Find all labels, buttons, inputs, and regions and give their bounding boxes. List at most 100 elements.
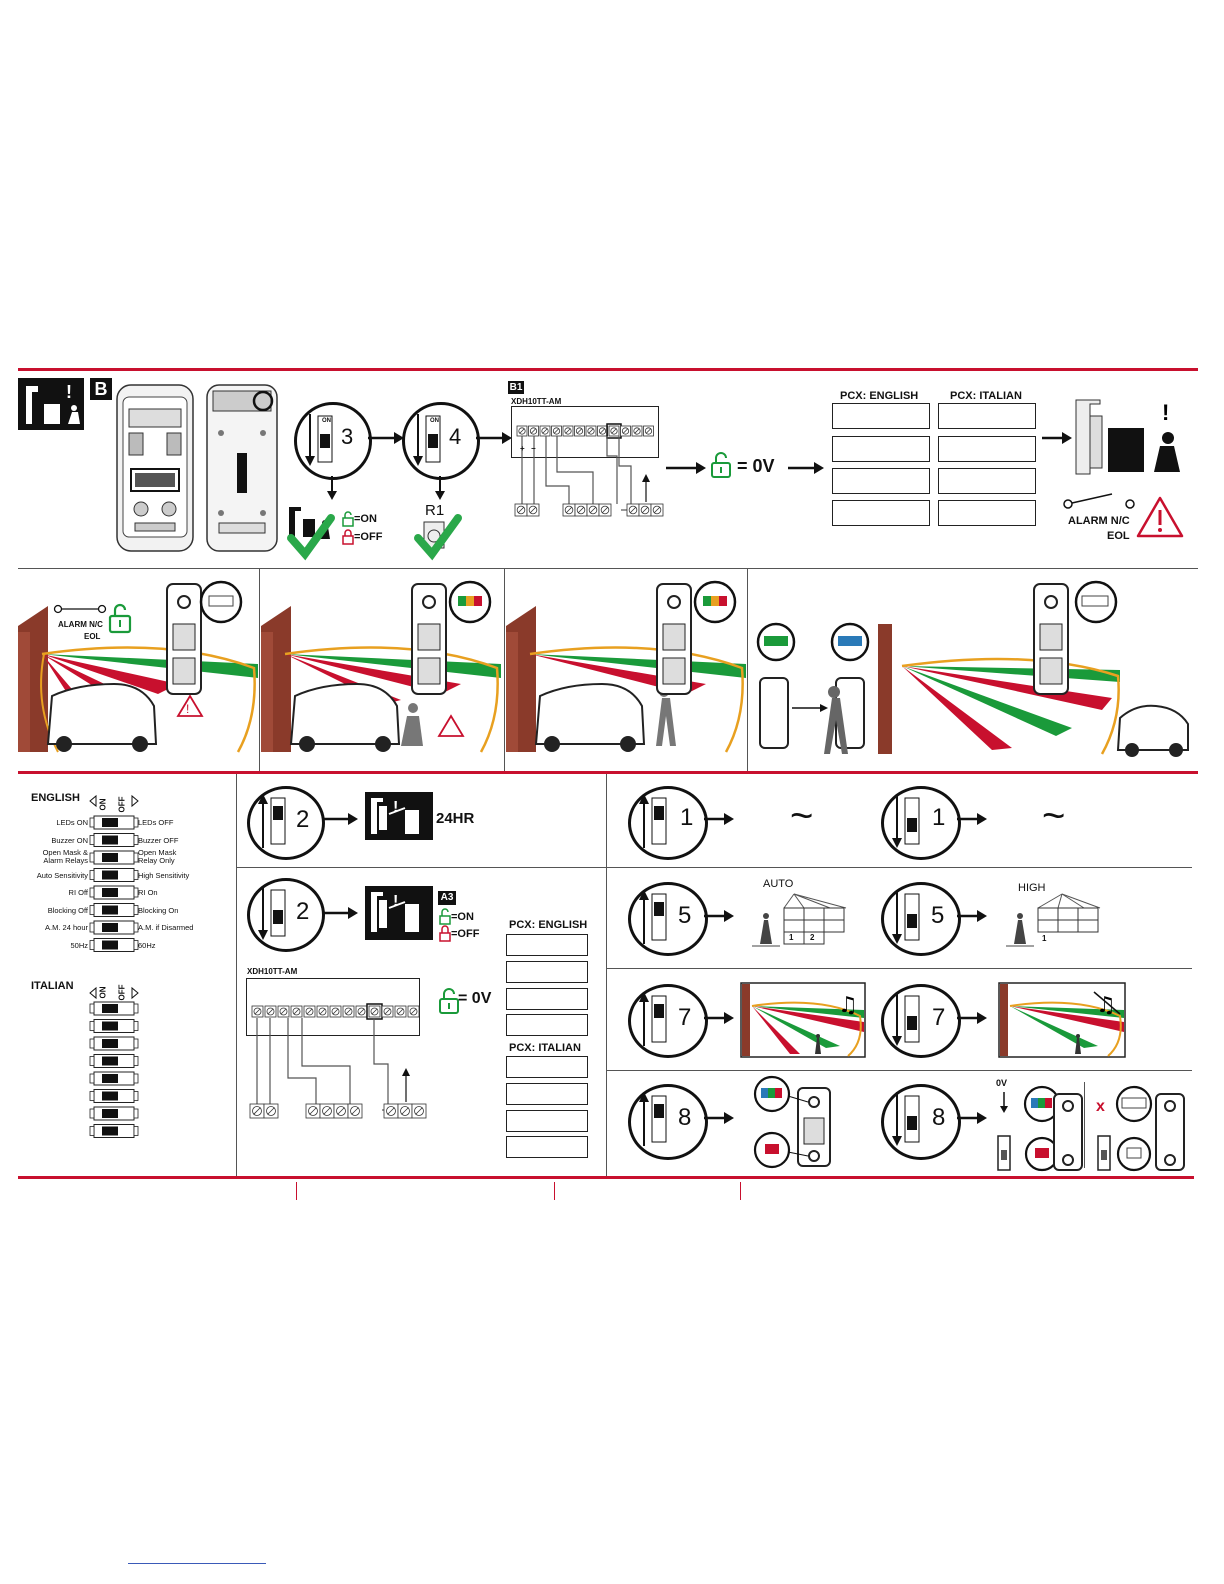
dip-right-label: Blocking On bbox=[138, 905, 179, 915]
svg-text:!: ! bbox=[1162, 400, 1169, 425]
bottom-col-div-2 bbox=[606, 774, 607, 1178]
footer-tick-1 bbox=[296, 1182, 297, 1200]
arrow-5-up bbox=[704, 910, 734, 922]
row2-div-2 bbox=[504, 568, 505, 772]
mid-pcx-english: PCX: ENGLISH bbox=[509, 919, 588, 931]
pcx-en-cell-3 bbox=[832, 468, 930, 494]
x-mark: x bbox=[1096, 1098, 1105, 1115]
pcx-english-header: PCX: ENGLISH bbox=[840, 390, 919, 402]
eol-label: EOL bbox=[1107, 530, 1130, 542]
row2-bottom-divider bbox=[18, 771, 1198, 774]
arrow-5-down bbox=[957, 910, 987, 922]
arrow-4-to-b1 bbox=[476, 432, 512, 444]
alarm-nc-label: ALARM N/C bbox=[1068, 515, 1130, 527]
led-remote-on-diagram bbox=[997, 1085, 1083, 1172]
mask-icon-a3: ! bbox=[365, 886, 433, 940]
dip-left-label: RI Off bbox=[68, 888, 88, 897]
dip-english-title: ENGLISH bbox=[31, 792, 80, 804]
arrow-1-down bbox=[957, 813, 987, 825]
mid-pcx-it-3 bbox=[506, 1110, 588, 1132]
svg-text:!: ! bbox=[393, 799, 398, 816]
dip-right-label: A.M. if Disarmed bbox=[138, 923, 194, 932]
switch-4-on: ON bbox=[430, 418, 439, 424]
switch-2-number-a: 2 bbox=[296, 806, 310, 833]
scene-1-car-alarm: ! bbox=[18, 606, 258, 753]
arrow-2-to-a3 bbox=[322, 907, 358, 919]
dip-7-down-arrow bbox=[892, 992, 920, 1046]
dip-switch-1-up-circle bbox=[628, 786, 708, 860]
footer-underline bbox=[128, 1563, 266, 1564]
tilde-down: ~ bbox=[1042, 794, 1066, 838]
bottom-divider bbox=[18, 1176, 1194, 1179]
dip-3-down-arrow bbox=[305, 414, 333, 466]
switch-3-number: 3 bbox=[341, 424, 354, 449]
warning-triangle-icon bbox=[1136, 496, 1184, 538]
dip-left-label: A.M. 24 hour bbox=[45, 923, 88, 932]
section-b-badge: B bbox=[90, 378, 112, 400]
arrow-down-4 bbox=[435, 476, 445, 500]
on-legend: =ON bbox=[354, 513, 377, 525]
dip-right-label: 60Hz bbox=[138, 940, 156, 950]
mid-pcx-it-4 bbox=[506, 1136, 588, 1158]
dip-1-down-arrow bbox=[892, 794, 920, 848]
arrow-2-to-24hr bbox=[322, 813, 358, 825]
scene-4-walk-test bbox=[756, 622, 1189, 757]
tilde-up: ~ bbox=[790, 794, 814, 838]
switch-1-number-up: 1 bbox=[680, 804, 694, 831]
detector-led-view-2 bbox=[411, 580, 492, 695]
row2-div-1 bbox=[259, 568, 260, 772]
hr24-label: 24HR bbox=[436, 810, 475, 827]
dip-2-up-arrow bbox=[258, 794, 286, 848]
dip-switch-bank-en bbox=[89, 815, 139, 952]
b1-badge: B1 bbox=[508, 381, 524, 394]
masked-detector-illustration: ! bbox=[1075, 399, 1180, 475]
switch-5-number-down: 5 bbox=[931, 902, 945, 929]
detector-open-view bbox=[115, 383, 195, 553]
dip-switch-7-down-circle bbox=[881, 984, 961, 1058]
dip-2-down-arrow bbox=[258, 886, 286, 940]
high-sensitivity-diagram bbox=[1006, 893, 1101, 947]
mid-pcx-en-2 bbox=[506, 961, 588, 983]
lock-open-green-mid bbox=[439, 988, 459, 1014]
r1-label: R1 bbox=[425, 502, 445, 519]
a3-off-legend: =OFF bbox=[451, 928, 480, 940]
lock-open-green-b bbox=[711, 452, 731, 478]
minus-terminal: − bbox=[531, 444, 536, 453]
mask-alert-icon: ! bbox=[18, 378, 84, 430]
svg-text:!: ! bbox=[186, 702, 189, 716]
arrow-7-up bbox=[704, 1012, 734, 1024]
lock-closed-red-a3 bbox=[439, 925, 451, 942]
switch-5-number-up: 5 bbox=[678, 902, 692, 929]
b1-model: XDH10TT-AM bbox=[511, 397, 562, 406]
buzzer-on-scene: ♫ bbox=[740, 982, 866, 1058]
auto-n1: 1 bbox=[789, 933, 794, 942]
zero-v-label: = 0V bbox=[737, 456, 775, 476]
dip-left-label: Open Mask &Alarm Relays bbox=[42, 848, 88, 865]
pcx-it-cell-3 bbox=[938, 468, 1036, 494]
switch-8-number-down: 8 bbox=[932, 1104, 946, 1131]
plus-terminal: + bbox=[520, 444, 525, 453]
detector-led-view-1 bbox=[166, 580, 243, 695]
mid-row-line bbox=[236, 867, 606, 868]
pcx-en-cell-2 bbox=[832, 436, 930, 462]
dip-switch-5-down-circle bbox=[881, 882, 961, 956]
footer-tick-3 bbox=[740, 1182, 741, 1200]
dip-1-up-arrow bbox=[639, 794, 667, 848]
checkmark-icon bbox=[287, 514, 335, 561]
right-row-line-1 bbox=[606, 867, 1192, 868]
mid-pcx-it-2 bbox=[506, 1083, 588, 1105]
svg-text:!: ! bbox=[393, 893, 398, 910]
dip-right-label: High Sensitivity bbox=[138, 870, 190, 880]
arrow-to-pcx bbox=[788, 462, 824, 474]
dip-right-label: Buzzer OFF bbox=[138, 835, 179, 845]
right-zero-v: 0V bbox=[996, 1078, 1008, 1088]
mid-pcx-italian: PCX: ITALIAN bbox=[509, 1042, 581, 1054]
arrow-8-down bbox=[957, 1112, 987, 1124]
dip-8-up-arrow bbox=[639, 1092, 667, 1146]
dip-switch-8-down-circle bbox=[881, 1084, 961, 1160]
checkmark-icon-r1 bbox=[414, 514, 462, 561]
svg-text:♫: ♫ bbox=[838, 993, 858, 1018]
dip-switch-2-down-circle bbox=[247, 878, 325, 952]
